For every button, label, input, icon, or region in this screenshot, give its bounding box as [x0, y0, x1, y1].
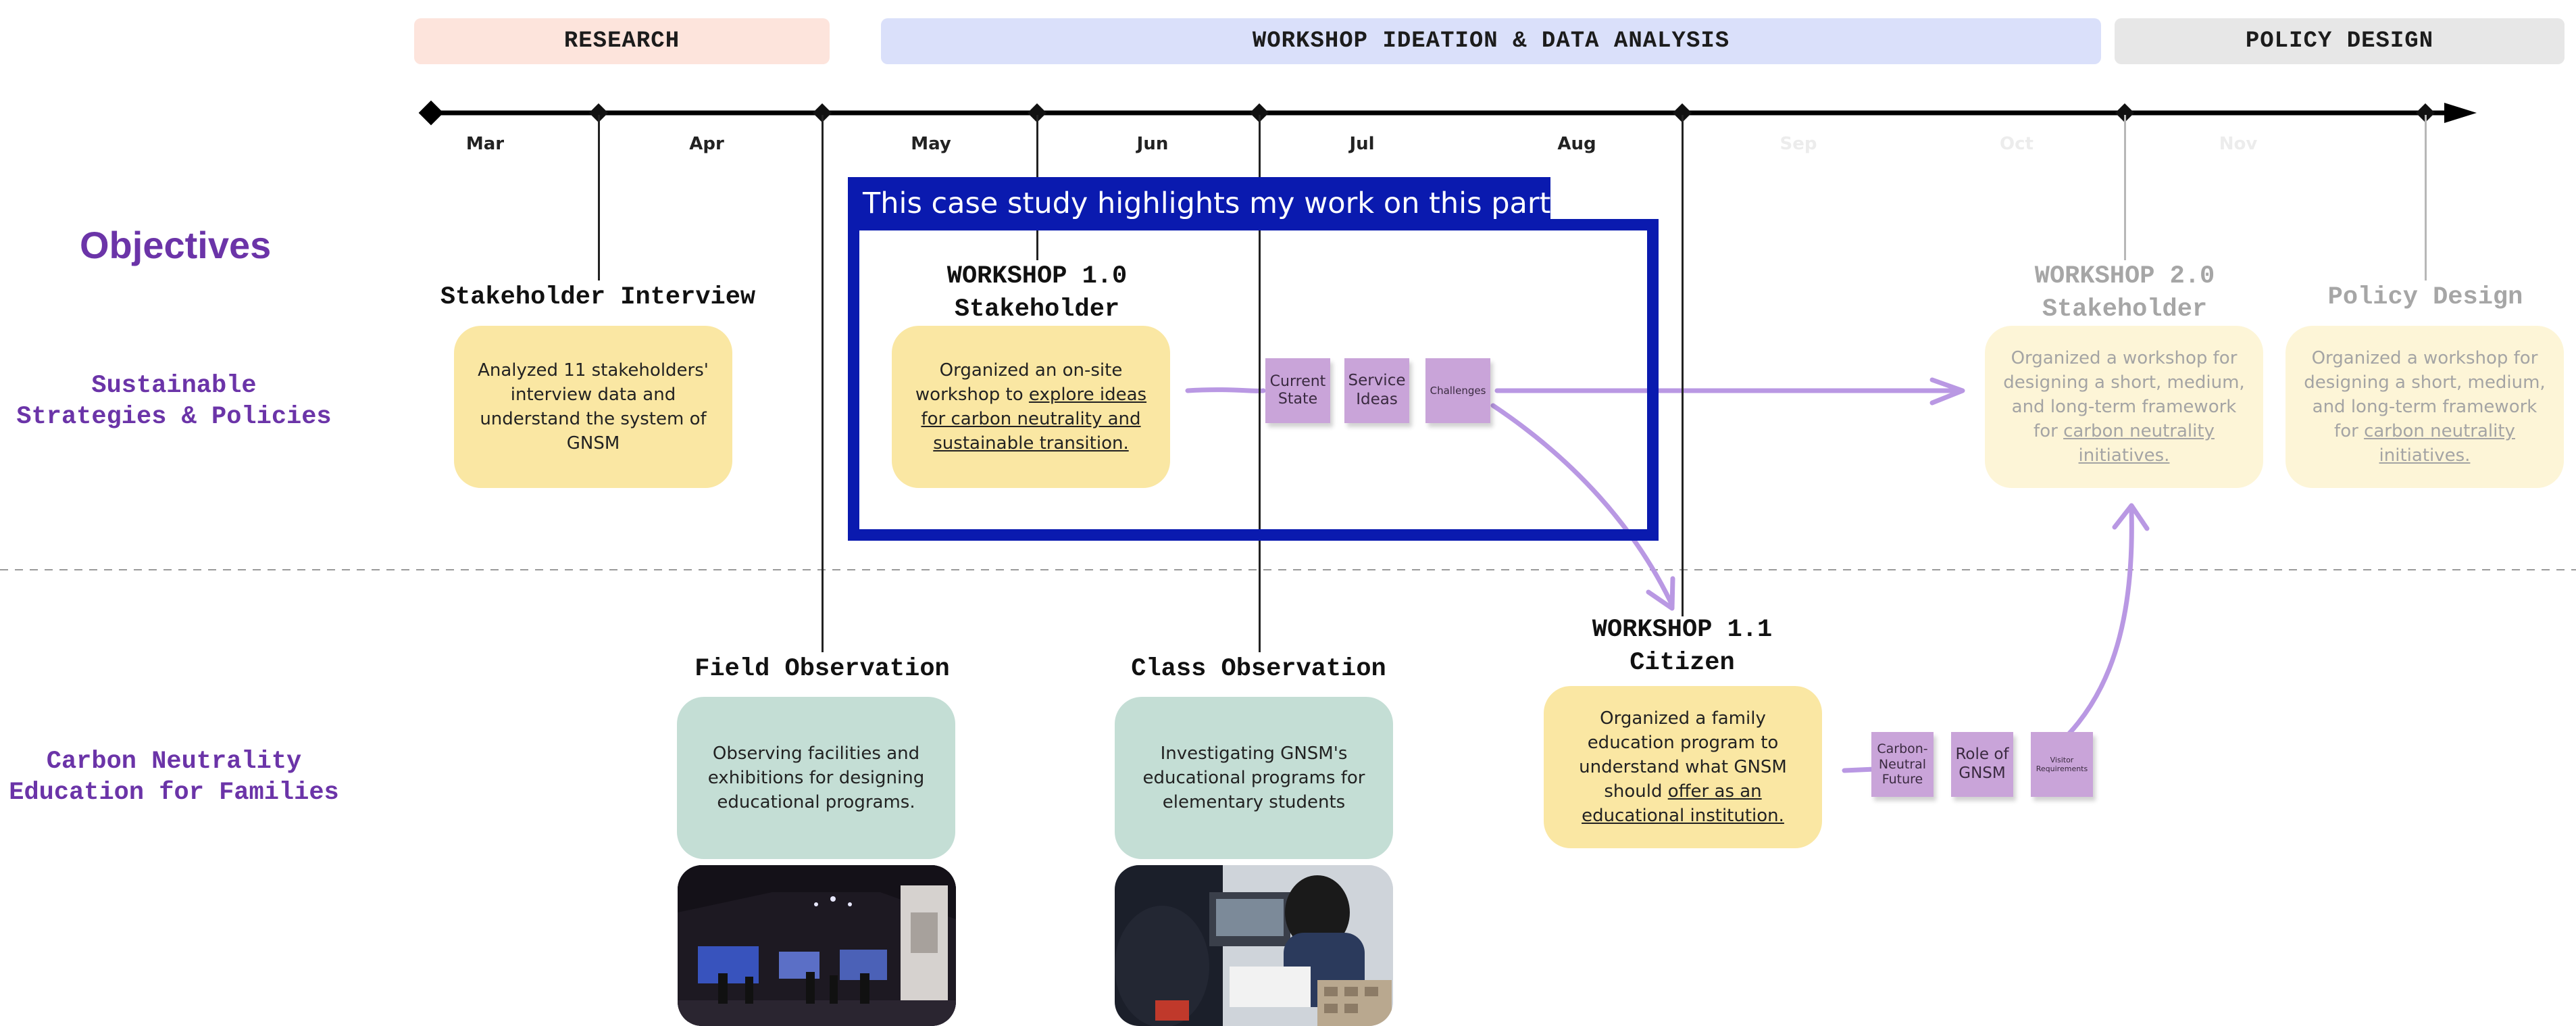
connector-workshop-1-1: [1682, 115, 1684, 616]
stage-title-class-observation: Class Observation: [1131, 655, 1386, 683]
stage-desc-text: Organized a workshop for designing a sho…: [2003, 348, 2245, 441]
connector-class-observation: [1259, 115, 1261, 652]
sticky-text: Current State: [1269, 372, 1326, 408]
month-label: Nov: [2219, 134, 2258, 154]
sticky-text: Visitor Requirements: [2036, 755, 2088, 773]
stage-card-workshop-1-0: Organized an on-site workshop to explore…: [892, 326, 1170, 488]
stage-desc-emphasis: carbon neutrality initiatives.: [2364, 421, 2515, 466]
stage-desc: Observing facilities and exhibitions for…: [707, 743, 925, 812]
lane-label-sustainable-strategies: Sustainable Strategies & Policies: [16, 372, 332, 431]
objectives-heading: Objectives: [80, 224, 272, 266]
timeline-arrowhead: [2444, 103, 2477, 123]
stage-desc-text: Organized an on-site workshop to: [915, 360, 1123, 405]
month-label: Oct: [2000, 134, 2034, 154]
stage-title-field-observation: Field Observation: [694, 655, 950, 683]
month-label: May: [911, 134, 951, 154]
sticky-challenges: Challenges: [1425, 358, 1490, 423]
connector-workshop-2-0: [2124, 115, 2126, 260]
connector-field-observation: [822, 115, 824, 652]
stage-title-policy-design: Policy Design: [2327, 283, 2523, 312]
stage-desc: Organized a workshop for designing a sho…: [2298, 346, 2552, 468]
stage-desc-text: Organized a family education program to …: [1579, 708, 1787, 802]
flow-arrow-top-head: [1929, 377, 1965, 406]
phase-label: POLICY DESIGN: [2245, 28, 2434, 54]
highlight-caption-tab: This case study highlights my work on th…: [848, 177, 1560, 230]
phase-label: RESEARCH: [563, 28, 680, 54]
month-label: Jul: [1349, 134, 1375, 154]
timeline-start-diamond: [418, 100, 444, 126]
highlight-caption: This case study highlights my work on th…: [863, 187, 1561, 220]
stage-card-field-observation: Observing facilities and exhibitions for…: [677, 697, 955, 859]
sticky-service-ideas: Service Ideas: [1344, 358, 1409, 423]
sticky-role-of-gnsm: Role of GNSM: [1951, 732, 2013, 797]
stage-desc-text: Organized a workshop for designing a sho…: [2304, 348, 2546, 441]
sticky-current-state: Current State: [1265, 358, 1330, 423]
flow-arrow-bottom: [1842, 766, 1877, 773]
month-label: Sep: [1779, 134, 1817, 154]
month-label: Apr: [689, 134, 724, 154]
stage-desc-emphasis: explore ideas for carbon neutrality and …: [921, 385, 1147, 454]
stage-desc: Analyzed 11 stakeholders' interview data…: [478, 360, 709, 454]
sticky-text: Carbon-Neutral Future: [1877, 741, 1928, 787]
sticky-carbon-neutral-future: Carbon-Neutral Future: [1871, 732, 1934, 797]
phase-workshop-ideation: WORKSHOP IDEATION & DATA ANALYSIS: [881, 18, 2101, 64]
photo-classroom-graphic: [1115, 865, 1393, 1026]
flow-arrow-diagonal: [1490, 403, 1675, 608]
month-label: Aug: [1557, 134, 1596, 154]
month-label: Jun: [1136, 134, 1169, 154]
stage-card-workshop-2-0: Organized a workshop for designing a sho…: [1985, 326, 2263, 488]
stage-card-workshop-1-1: Organized a family education program to …: [1544, 686, 1822, 848]
flow-arrow-up-head: [2112, 503, 2150, 531]
sticky-text: Service Ideas: [1348, 372, 1406, 408]
phase-label: WORKSHOP IDEATION & DATA ANALYSIS: [1252, 28, 1730, 54]
stage-card-policy-design: Organized a workshop for designing a sho…: [2285, 326, 2564, 488]
stage-title-workshop-1-0: WORKSHOP 1.0 Stakeholder: [946, 262, 1128, 324]
stage-card-class-observation: Investigating GNSM's educational program…: [1115, 697, 1393, 859]
stage-desc: Organized a workshop for designing a sho…: [1997, 346, 2251, 468]
stage-desc: Organized a family education program to …: [1556, 706, 1810, 828]
sticky-visitor-requirements: Visitor Requirements: [2031, 732, 2093, 797]
stage-title-workshop-2-0: WORKSHOP 2.0 Stakeholder: [2034, 262, 2215, 324]
stage-title-workshop-1-1: WORKSHOP 1.1 Citizen: [1592, 616, 1773, 677]
stage-desc-emphasis: carbon neutrality initiatives.: [2063, 421, 2215, 466]
month-label: Mar: [465, 134, 505, 154]
stage-desc-emphasis: offer as an educational institution.: [1582, 781, 1784, 826]
phase-research: RESEARCH: [414, 18, 830, 64]
photo-exhibition-hall-graphic: [678, 865, 956, 1026]
stage-title-stakeholder-interview: Stakeholder Interview: [440, 283, 756, 312]
stage-card-stakeholder-interview: Analyzed 11 stakeholders' interview data…: [454, 326, 732, 488]
sticky-text: Role of GNSM: [1955, 746, 2009, 782]
connector-policy-design: [2425, 115, 2427, 280]
stage-desc: Investigating GNSM's educational program…: [1142, 743, 1365, 812]
photo-classroom: [1115, 865, 1393, 1026]
phase-policy-design: POLICY DESIGN: [2115, 18, 2565, 64]
photo-exhibition-hall: [678, 865, 956, 1026]
flow-arrow-diagonal-head: [1646, 576, 1675, 611]
connector-stakeholder-interview: [598, 115, 600, 280]
stage-desc: Organized an on-site workshop to explore…: [904, 358, 1158, 456]
flow-arrow-up: [2032, 508, 2134, 766]
lane-label-carbon-education: Carbon Neutrality Education for Families: [9, 748, 339, 807]
sticky-text: Challenges: [1430, 385, 1486, 397]
